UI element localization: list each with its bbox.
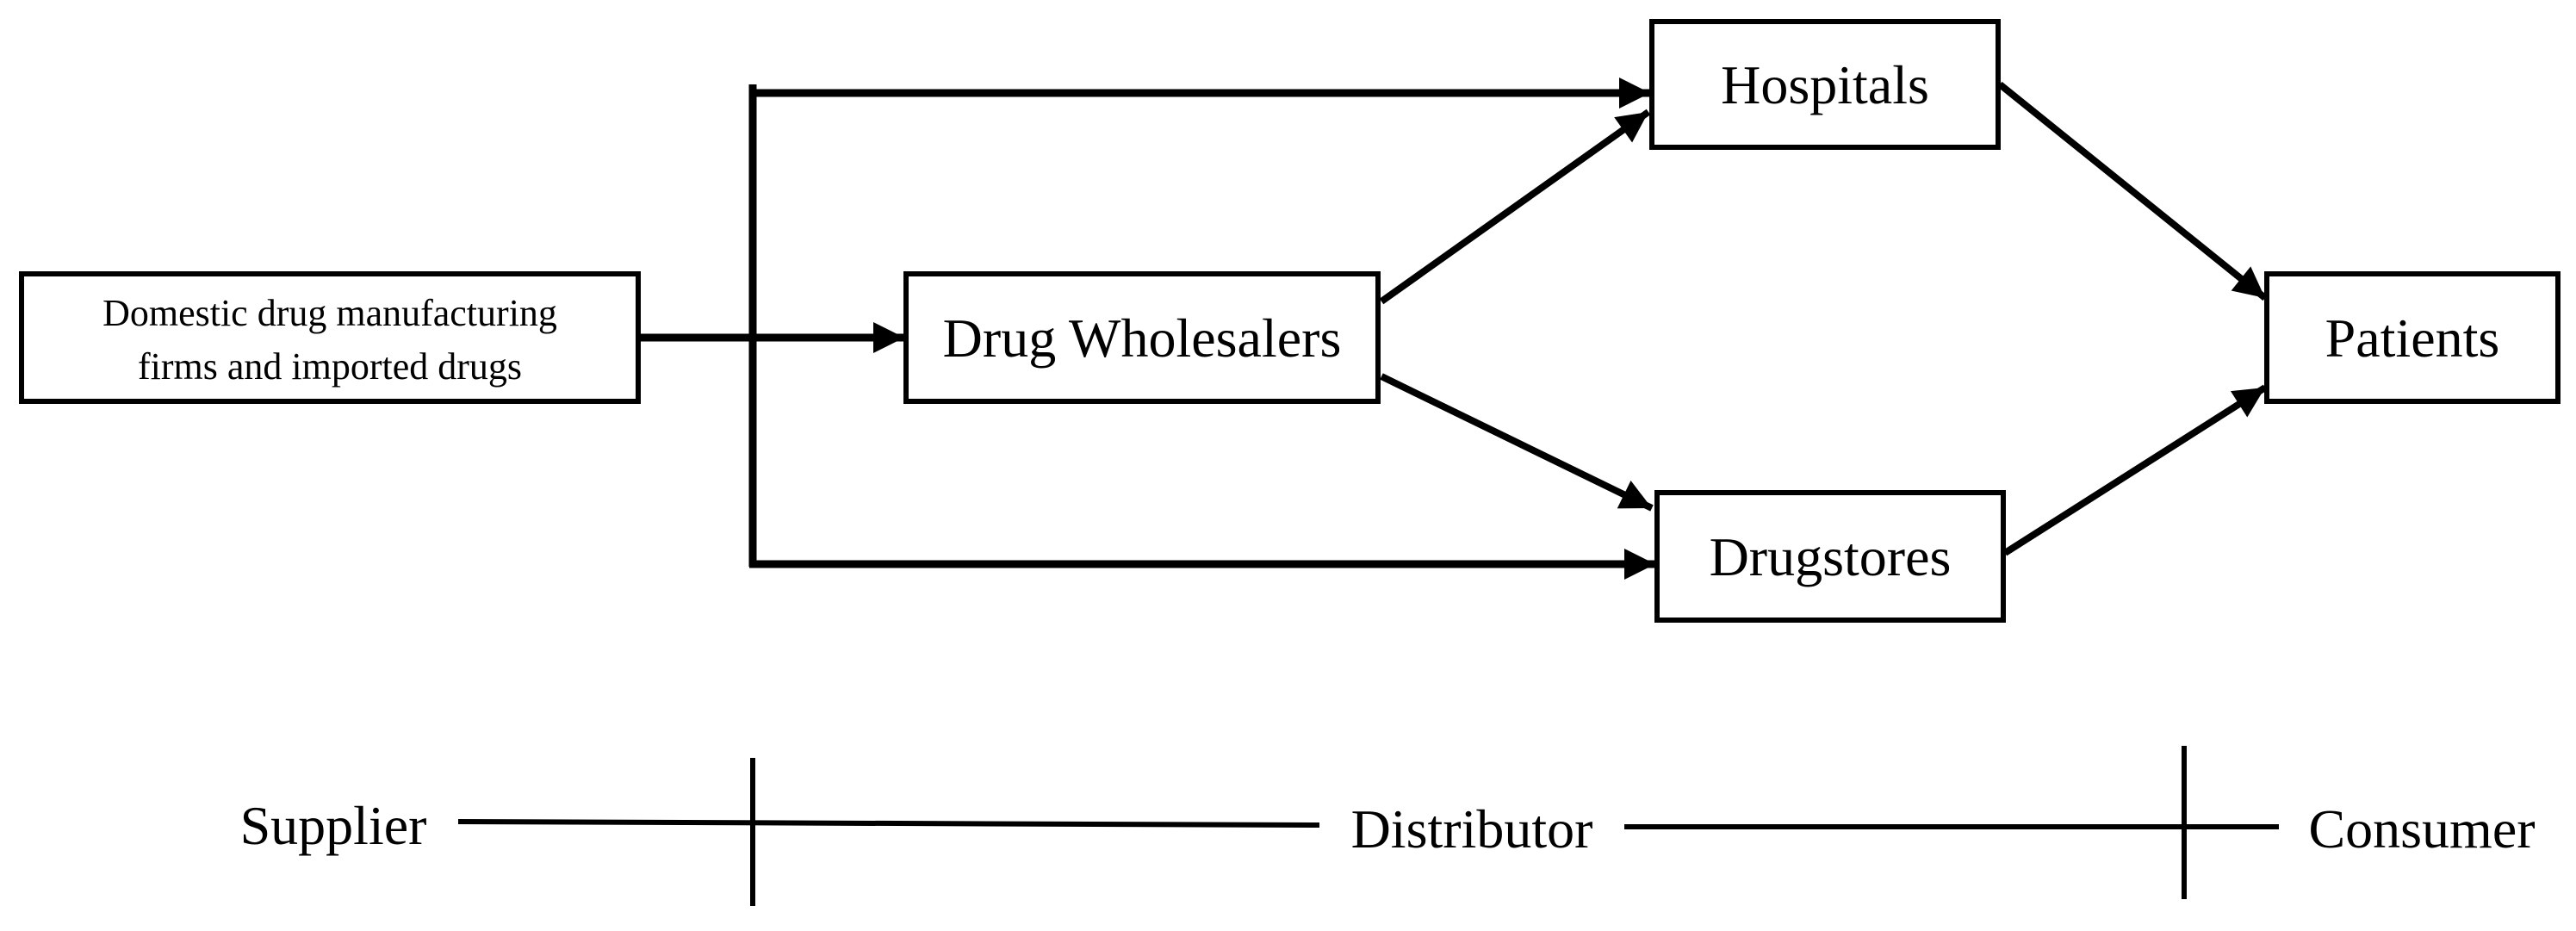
node-patients: Patients: [2264, 271, 2560, 404]
stage-label-distributor: Distributor: [1351, 798, 1593, 860]
node-drugstores-label: Drugstores: [1710, 526, 1952, 587]
node-supplier-source-line2: firms and imported drugs: [138, 345, 522, 388]
node-hospitals: Hospitals: [1649, 19, 2001, 150]
node-drug-wholesalers-label: Drug Wholesalers: [943, 307, 1342, 369]
edge-wholesalers-to-drugstores: [1380, 373, 1654, 512]
node-supplier-source-line1: Domestic drug manufacturing: [102, 292, 557, 334]
node-patients-label: Patients: [2325, 307, 2500, 369]
edge-drugstores-to-patients: [2002, 384, 2268, 556]
node-drugstores: Drugstores: [1654, 490, 2006, 623]
edge-hospitals-to-patients: [1997, 81, 2268, 301]
timeline-segment-left: [457, 819, 1320, 828]
node-supplier-source: Domestic drug manufacturing firms and im…: [19, 271, 641, 404]
node-drug-wholesalers: Drug Wholesalers: [903, 271, 1381, 404]
stage-label-supplier: Supplier: [240, 795, 427, 856]
node-hospitals-label: Hospitals: [1721, 54, 1929, 115]
stage-label-consumer: Consumer: [2308, 798, 2535, 860]
edge-wholesalers-to-hospitals: [1379, 109, 1651, 305]
stage-timeline: Supplier Distributor Consumer: [240, 746, 2536, 906]
